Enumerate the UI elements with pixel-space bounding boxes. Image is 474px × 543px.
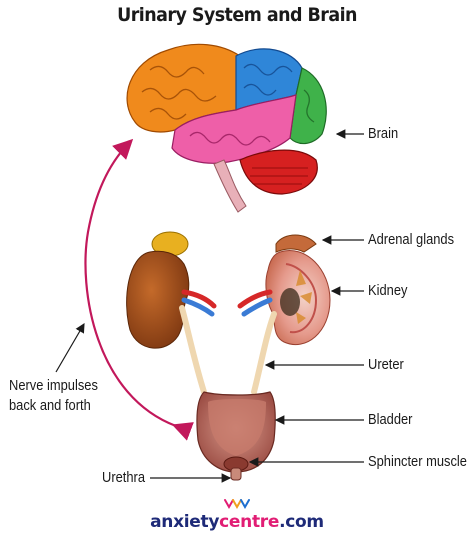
nerve-impulse-arrow xyxy=(84,138,194,441)
nerve-leader-line xyxy=(55,322,85,373)
right-kidney xyxy=(237,234,331,395)
brand-part-3: .com xyxy=(279,512,324,532)
brand-wordmark: anxietycentre.com xyxy=(0,512,474,532)
label-kidney: Kidney xyxy=(368,282,408,299)
label-sphincter-muscle: Sphincter muscle xyxy=(368,453,467,470)
label-brain: Brain xyxy=(368,125,399,142)
left-kidney xyxy=(126,231,217,395)
brain-illustration xyxy=(126,43,327,213)
label-urethra: Urethra xyxy=(102,469,146,486)
label-ureter: Ureter xyxy=(368,356,404,373)
brand-logo-icon xyxy=(224,499,250,510)
nerve-impulses-line-2: back and forth xyxy=(9,397,91,414)
label-adrenal-glands: Adrenal glands xyxy=(368,231,455,248)
brand-part-2: centre xyxy=(219,512,280,532)
bladder-illustration xyxy=(196,391,276,481)
nerve-impulses-line-1: Nerve impulses xyxy=(9,377,98,394)
label-nerve-impulses: Nerve impulses back and forth xyxy=(9,376,98,416)
label-bladder: Bladder xyxy=(368,411,413,428)
brand-part-1: anxiety xyxy=(150,512,220,532)
diagram-title: Urinary System and Brain xyxy=(117,4,357,26)
